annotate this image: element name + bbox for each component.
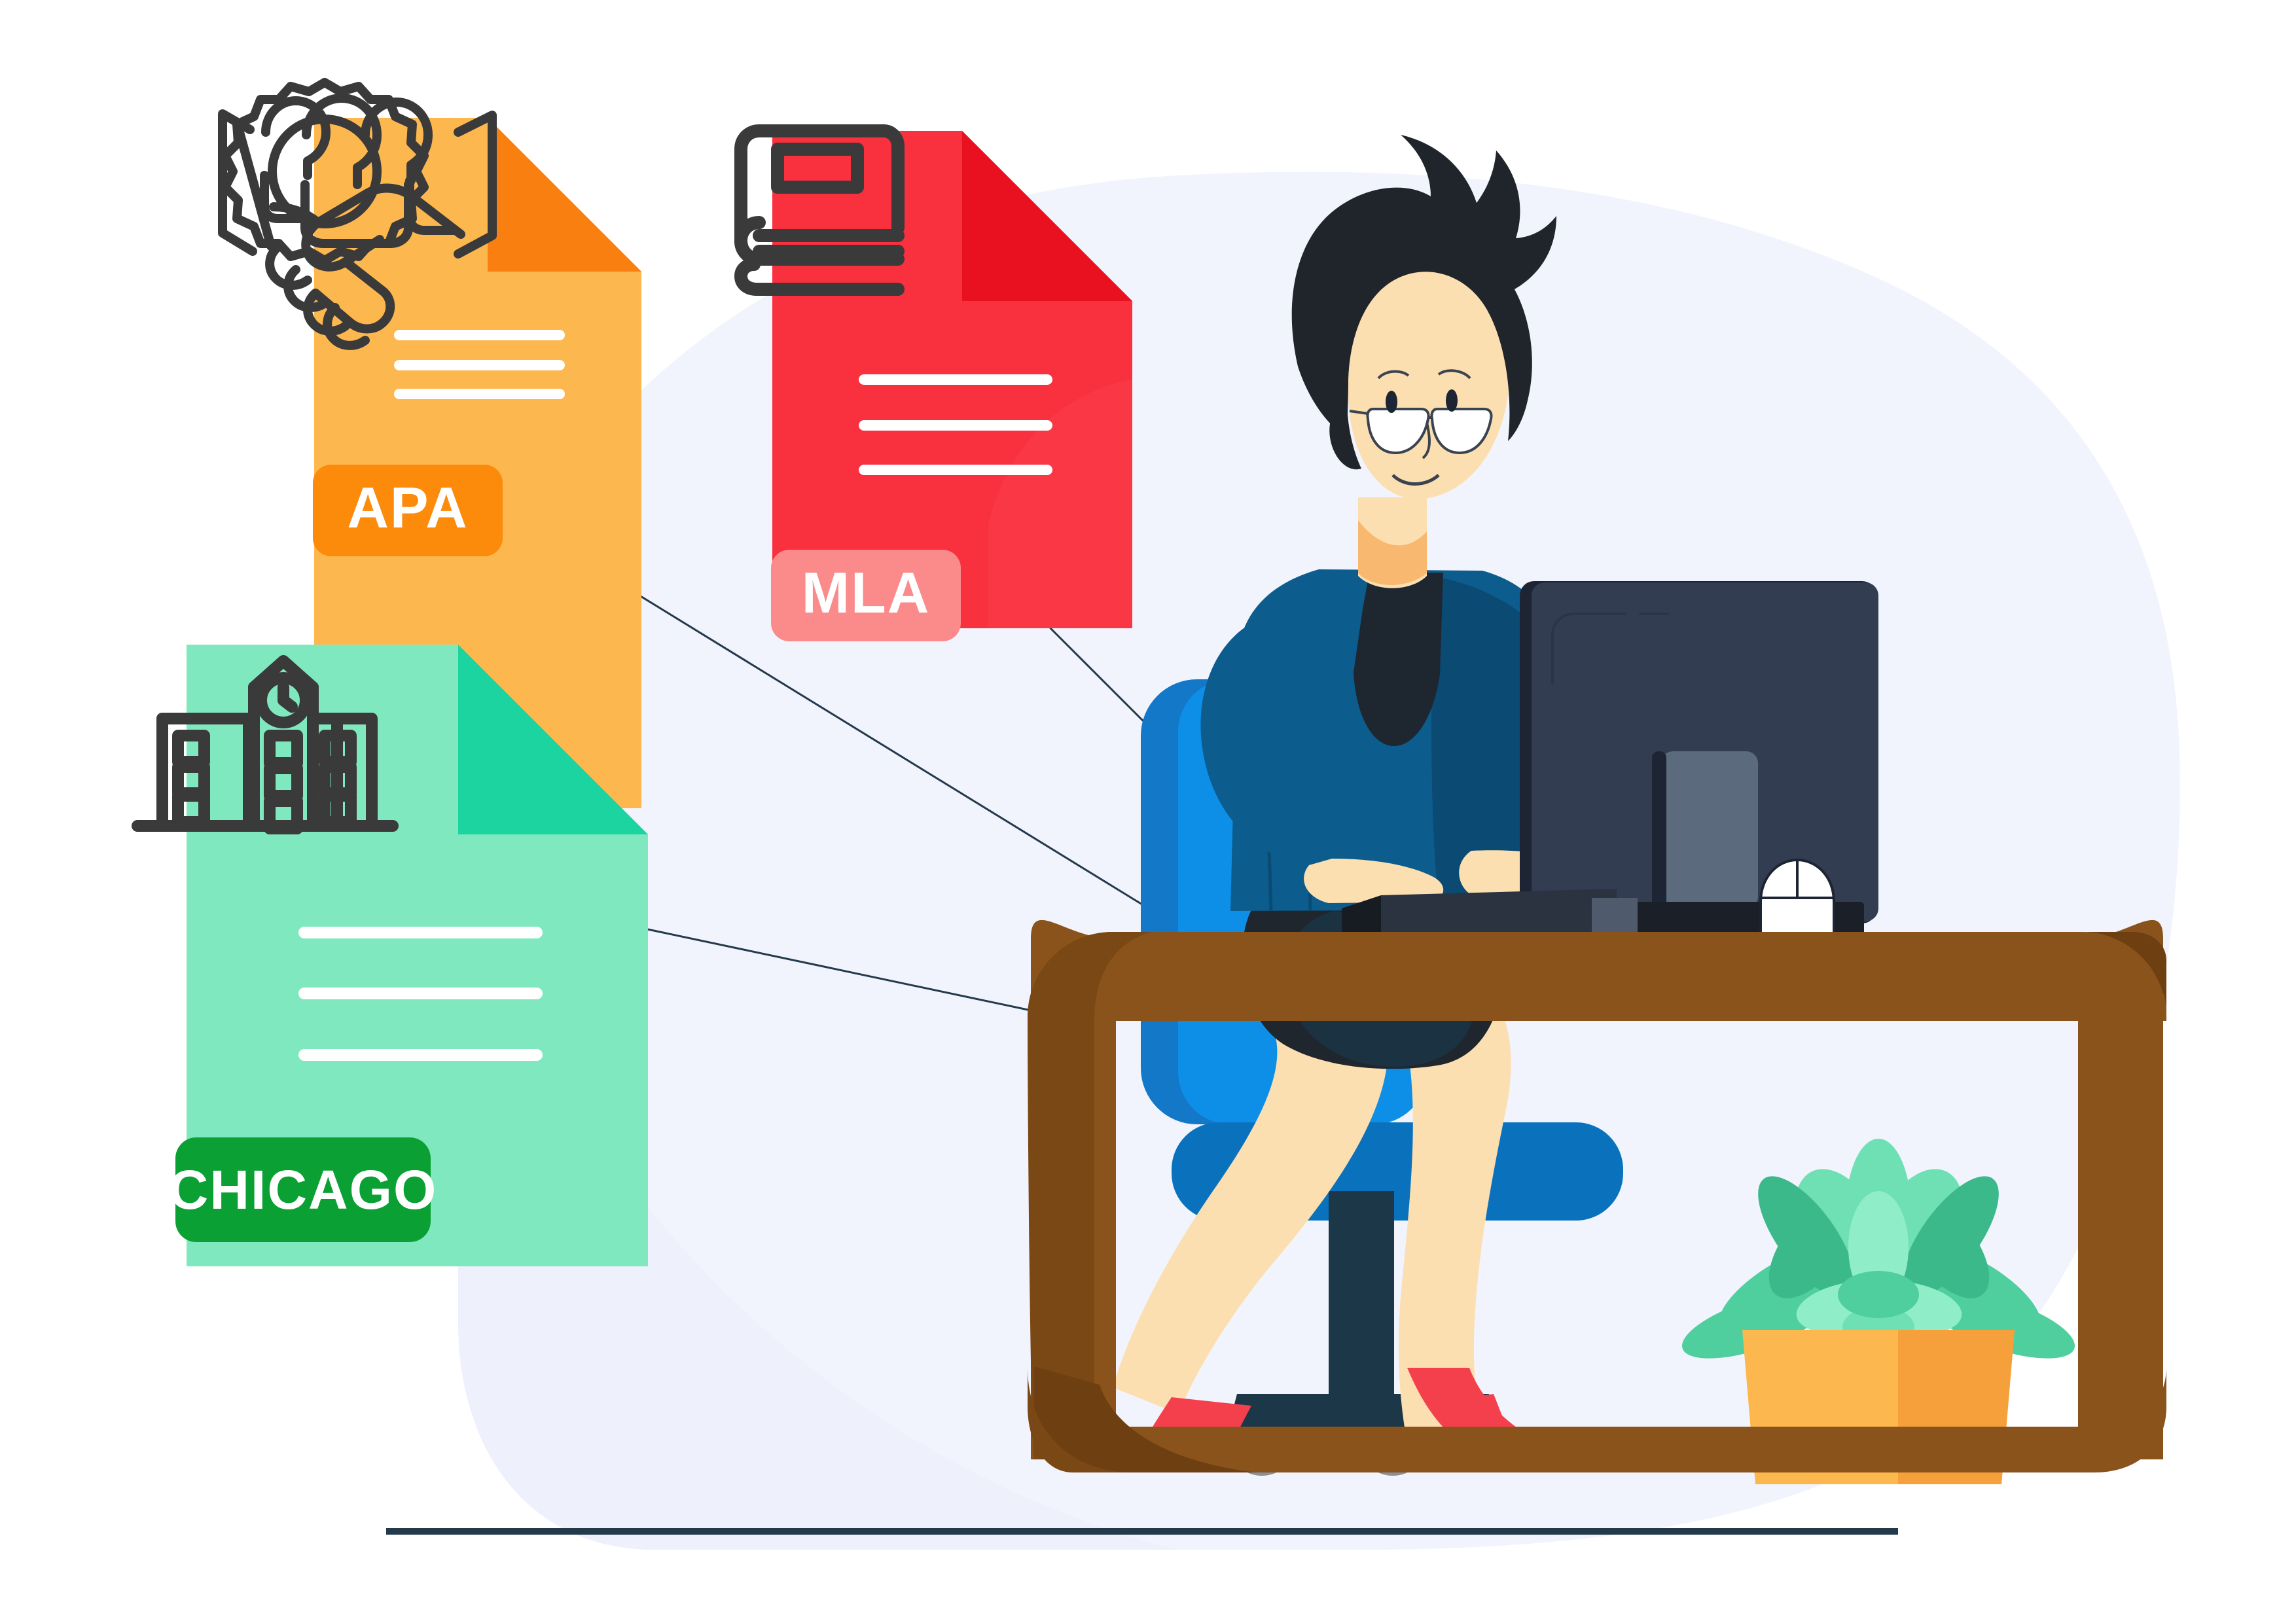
mla-card-fold xyxy=(962,131,1132,301)
desk-bottom-rail-shadow xyxy=(1034,1366,1257,1472)
workstation-scene xyxy=(386,135,2166,1535)
keyboard xyxy=(1342,889,1638,940)
monitor-stand xyxy=(1661,751,1758,908)
keyboard-body xyxy=(1381,889,1617,940)
chicago-badge-label: CHICAGO xyxy=(169,1159,438,1221)
computer-mouse xyxy=(1759,858,1835,937)
book-icon xyxy=(734,124,905,296)
apa-card-body xyxy=(314,118,641,808)
eyebrow-left xyxy=(1377,370,1410,380)
leg-near xyxy=(1113,962,1388,1414)
monitor-screen-highlight xyxy=(1551,613,1626,685)
chicago-card-fold xyxy=(458,645,648,834)
connector-line-mla xyxy=(1049,627,1161,739)
connector-line-apa xyxy=(562,547,1143,906)
desk-left-leg xyxy=(1028,932,1152,1459)
handshake-teamwork-gear-icon xyxy=(218,78,497,350)
eyebrow-right xyxy=(1437,369,1471,380)
person-head xyxy=(1291,135,1556,588)
apa-badge[interactable]: APA xyxy=(313,465,503,556)
mla-card-text-lines xyxy=(859,374,1052,475)
desktop-monitor xyxy=(1520,581,1878,940)
eye-right xyxy=(1446,389,1458,412)
university-clocktower-icon xyxy=(132,655,399,834)
leg-far xyxy=(1398,952,1511,1443)
connector-lines xyxy=(562,547,1161,1012)
mla-badge-label: MLA xyxy=(802,560,931,625)
inner-top xyxy=(1354,573,1443,746)
desk-left-inner-curve xyxy=(1028,1366,1132,1472)
keyboard-edge xyxy=(1342,895,1381,940)
hair xyxy=(1291,135,1556,441)
mouth xyxy=(1391,474,1440,486)
monitor-stand-edge xyxy=(1652,751,1666,908)
lapel-left xyxy=(1309,571,1369,818)
document-card-mla[interactable]: MLA xyxy=(734,124,1132,641)
wooden-desk xyxy=(1028,919,2166,1472)
nose xyxy=(1422,422,1431,459)
arm-left-sleeve xyxy=(1200,628,1358,874)
plant-leaves xyxy=(1681,1139,2075,1359)
connector-line-chicago xyxy=(640,927,1035,1012)
chicago-card-text-lines xyxy=(298,927,543,1061)
desk-top xyxy=(1028,932,2166,1021)
document-card-apa[interactable]: APA xyxy=(218,78,641,808)
chair-post xyxy=(1329,1191,1394,1394)
apa-card-text-lines xyxy=(394,330,565,399)
mla-badge[interactable]: MLA xyxy=(771,550,961,641)
mla-card-sheen xyxy=(988,380,1132,628)
apa-badge-label: APA xyxy=(347,475,468,540)
arm-left-hand xyxy=(1304,859,1444,903)
neck-shadow xyxy=(1358,520,1427,585)
apa-card-fold xyxy=(488,118,641,272)
desk-bottom-rail xyxy=(1034,1366,2166,1472)
eyeglasses-icon xyxy=(1349,408,1493,455)
hair-side xyxy=(1329,399,1361,470)
eye-left xyxy=(1386,391,1397,413)
chicago-badge[interactable]: CHICAGO xyxy=(169,1137,438,1242)
document-card-chicago[interactable]: CHICAGO xyxy=(132,645,648,1266)
